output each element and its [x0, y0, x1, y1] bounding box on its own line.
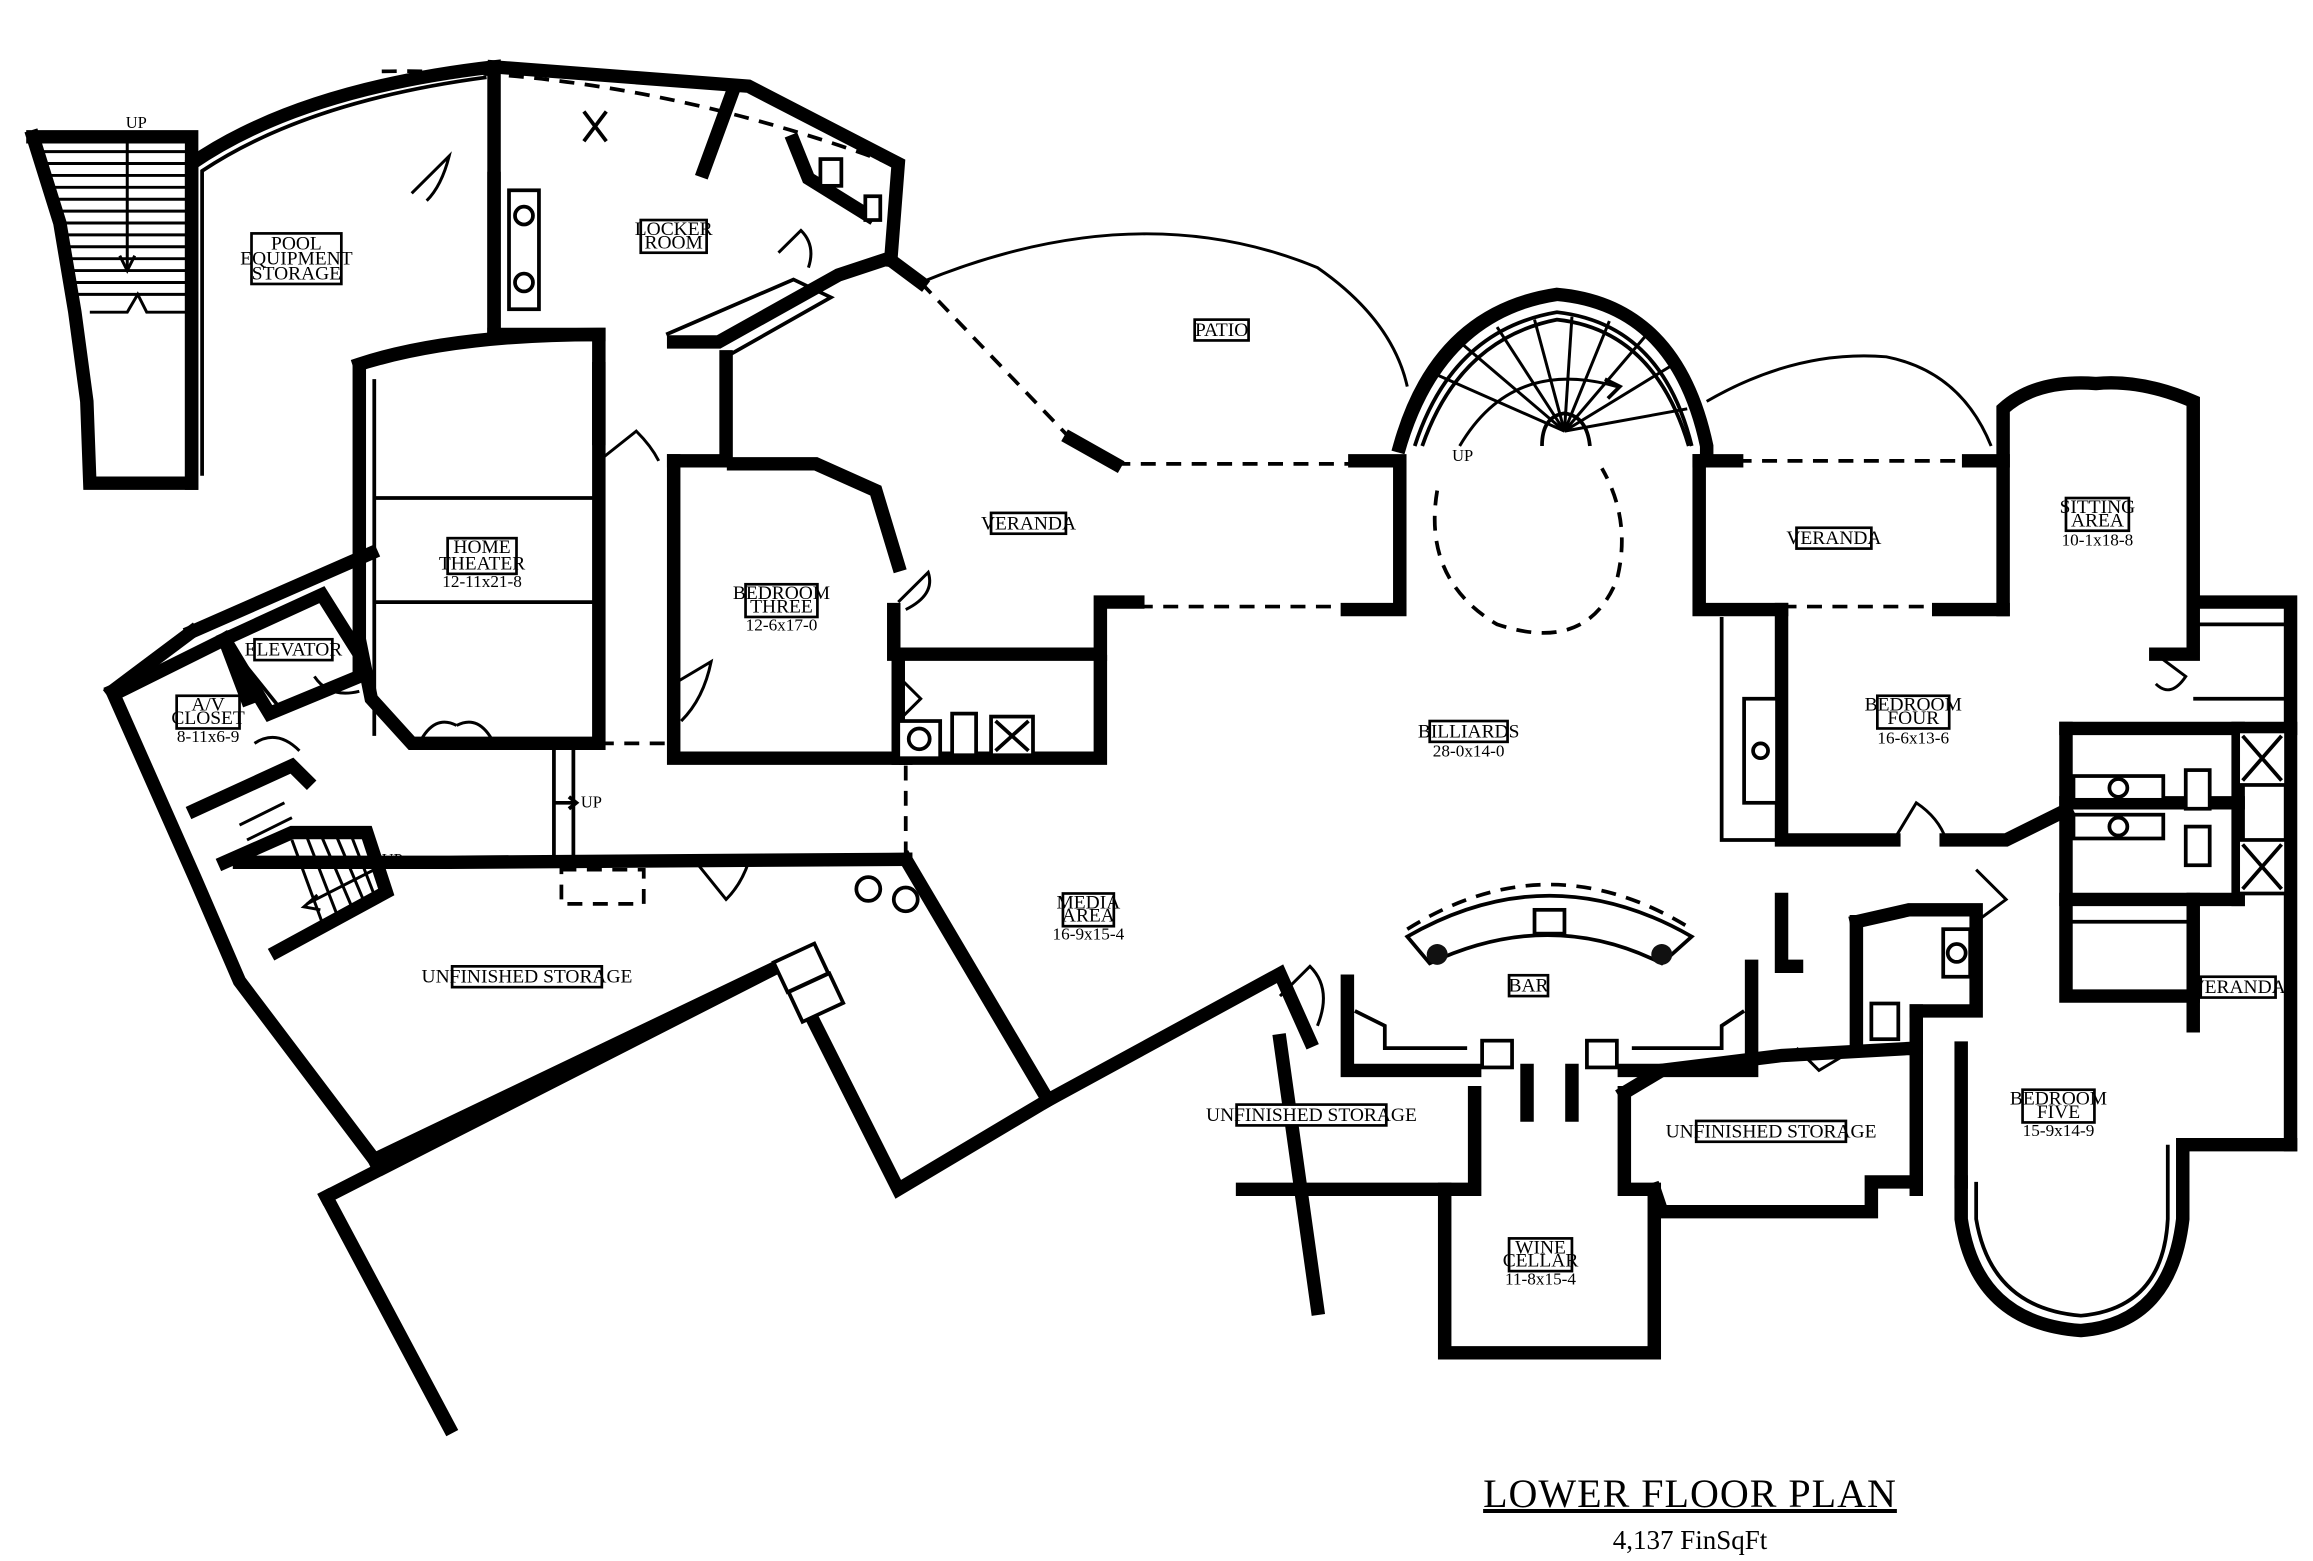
- room-label-bar: BAR: [1507, 973, 1550, 998]
- room-label-pool-equipment: POOL EQUIPMENT STORAGE: [240, 232, 353, 286]
- room-label-locker-room: LOCKER ROOM: [635, 218, 713, 255]
- unfinished-1-label: UNFINISHED STORAGE: [422, 967, 633, 988]
- av-closet-label-line-2: CLOSET: [171, 708, 245, 729]
- theater-dims: 12-11x21-8: [442, 572, 522, 591]
- stair-up-label-4: UP: [1452, 446, 1473, 465]
- sitting-label-line-1: SITTING: [2060, 497, 2136, 518]
- room-label-veranda-3: VERANDA: [2191, 975, 2286, 999]
- veranda-2-label: VERANDA: [1786, 528, 1881, 549]
- interior-walls: UP UP: [110, 80, 2298, 1189]
- wine-cellar-label-line-2: CELLAR: [1503, 1251, 1579, 1272]
- patio-label: PATIO: [1195, 320, 1248, 341]
- bar-label: BAR: [1509, 976, 1549, 997]
- media-dims: 16-9x15-4: [1053, 925, 1125, 944]
- room-label-av-closet: A/V CLOSET: [171, 694, 245, 730]
- pool-label-line-2: EQUIPMENT: [240, 249, 352, 270]
- plan-title: LOWER FLOOR PLAN: [1483, 1471, 1897, 1516]
- room-label-veranda-2: VERANDA: [1786, 526, 1881, 550]
- stair-up-label-3: UP: [581, 792, 602, 811]
- wine-cellar-label-line-1: WINE: [1515, 1237, 1566, 1258]
- unfinished-3-label: UNFINISHED STORAGE: [1666, 1121, 1877, 1142]
- room-label-bedroom-five: BEDROOM FIVE: [2010, 1088, 2107, 1124]
- bedroom-five-label-line-1: BEDROOM: [2010, 1089, 2107, 1110]
- bedroom-five-dims: 15-9x14-9: [2023, 1121, 2095, 1140]
- veranda-1-label: VERANDA: [981, 513, 1076, 534]
- bedroom-three-label-line-1: BEDROOM: [733, 583, 830, 604]
- pool-label-line-3: STORAGE: [252, 264, 341, 285]
- bedroom-three-dims: 12-6x17-0: [746, 615, 818, 634]
- room-label-bedroom-four: BEDROOM FOUR: [1865, 694, 1962, 730]
- bedroom-three-label-line-2: THREE: [750, 597, 813, 618]
- elevator-label: ELEVATOR: [245, 640, 343, 661]
- stair-up-label-1: UP: [126, 113, 147, 132]
- pool-label-line-1: POOL: [271, 234, 322, 255]
- locker-label-line-2: ROOM: [645, 232, 703, 253]
- room-label-unfinished-storage-2: UNFINISHED STORAGE: [1206, 1103, 1417, 1127]
- wine-cellar-dims: 11-8x15-4: [1505, 1270, 1576, 1289]
- stair-up-label-2: UP: [382, 850, 403, 869]
- veranda-3-label: VERANDA: [2191, 977, 2286, 998]
- av-closet-dims: 8-11x6-9: [177, 727, 239, 746]
- room-label-billiards: BILLIARDS: [1418, 719, 1520, 744]
- room-label-elevator: ELEVATOR: [245, 637, 343, 662]
- room-label-sitting-area: SITTING AREA: [2060, 496, 2136, 533]
- door-swings: [253, 151, 2188, 1073]
- bedroom-five-label-line-2: FIVE: [2037, 1102, 2080, 1123]
- room-label-unfinished-storage-1: UNFINISHED STORAGE: [422, 964, 633, 989]
- room-label-wine-cellar: WINE CELLAR: [1503, 1237, 1579, 1273]
- bedroom-four-label-line-2: FOUR: [1887, 708, 1939, 729]
- spiral-stair: UP: [1420, 316, 1691, 635]
- bedroom-four-label-line-1: BEDROOM: [1865, 695, 1962, 716]
- room-label-home-theater: HOME THEATER: [439, 536, 525, 576]
- finished-square-feet: 4,137 FinSqFt: [1612, 1525, 1768, 1555]
- locker-label-line-1: LOCKER: [635, 219, 713, 240]
- unfinished-2-label: UNFINISHED STORAGE: [1206, 1105, 1417, 1126]
- media-label-line-1: MEDIA: [1057, 892, 1121, 913]
- theater-label-line-2: THEATER: [439, 553, 525, 574]
- fixtures: [507, 110, 2288, 1070]
- room-label-unfinished-storage-3: UNFINISHED STORAGE: [1666, 1119, 1877, 1144]
- media-label-line-2: AREA: [1062, 906, 1115, 927]
- sitting-label-line-2: AREA: [2071, 510, 2124, 531]
- bedroom-four-dims: 16-6x13-6: [1877, 728, 1949, 747]
- billiards-label: BILLIARDS: [1418, 721, 1520, 742]
- sitting-dims: 10-1x18-8: [2062, 531, 2134, 550]
- room-label-media-area: MEDIA AREA: [1057, 892, 1121, 928]
- theater-label-line-1: HOME: [453, 537, 510, 558]
- room-label-patio: PATIO: [1193, 318, 1250, 342]
- exterior-stair: UP: [24, 113, 199, 490]
- billiards-dims: 28-0x14-0: [1433, 742, 1505, 761]
- room-label-veranda-1: VERANDA: [981, 511, 1076, 536]
- room-label-bedroom-three: BEDROOM THREE: [733, 582, 830, 619]
- av-closet-label-line-1: A/V: [191, 695, 224, 716]
